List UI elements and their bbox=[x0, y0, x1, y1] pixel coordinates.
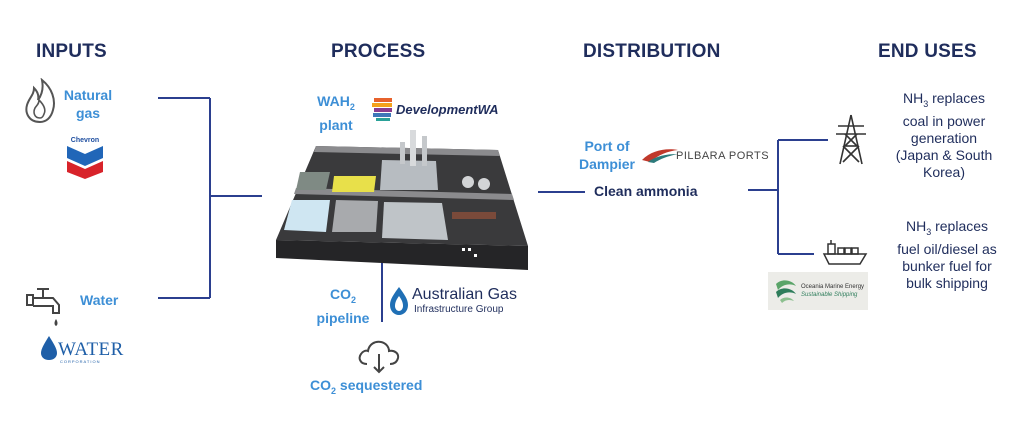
co2-seq-text: CO bbox=[310, 377, 331, 393]
pilbara-ports-logo: PILBARA PORTS bbox=[640, 146, 769, 166]
end-use-shipping-line4: bulk shipping bbox=[906, 274, 988, 291]
end-use-power-text: NH3 replaces coal in power generation (J… bbox=[874, 90, 1014, 181]
co2-pipeline-text: pipeline bbox=[316, 309, 370, 326]
header-distribution: DISTRIBUTION bbox=[583, 41, 721, 62]
end-use-power-line3: generation bbox=[910, 129, 978, 146]
water-corp-logo-sub: CORPORATION bbox=[60, 359, 101, 364]
agig-logo-line1: Australian Gas bbox=[412, 286, 517, 303]
agig-logo: Australian Gas Infrastructure Group bbox=[388, 284, 518, 318]
nh3-rest-1: replaces bbox=[928, 90, 986, 106]
clean-ammonia-label: Clean ammonia bbox=[594, 183, 698, 199]
end-use-shipping-line1: NH3 replaces bbox=[882, 218, 1012, 241]
development-wa-logo: DevelopmentWA bbox=[372, 94, 502, 124]
co2-seq-subscript: 2 bbox=[331, 385, 337, 396]
pilbara-ports-logo-text: PILBARA PORTS bbox=[676, 150, 770, 162]
cloud-download-icon bbox=[358, 340, 400, 374]
co2-text: CO bbox=[329, 286, 351, 302]
water-corp-logo-text: WATER bbox=[58, 339, 124, 360]
header-process: PROCESS bbox=[331, 41, 426, 62]
pilbara-swoosh-icon bbox=[642, 149, 678, 163]
agig-logo-line2: Infrastructure Group bbox=[414, 304, 504, 315]
co2-line1: CO2 bbox=[308, 285, 378, 309]
power-pylon-icon bbox=[836, 114, 866, 165]
water-tap-icon bbox=[26, 288, 60, 326]
flame-icon bbox=[25, 78, 55, 124]
nh3-subscript-1: 3 bbox=[923, 98, 929, 109]
wah2-text: WAH bbox=[317, 93, 350, 109]
end-use-power-line1: NH3 replaces bbox=[874, 90, 1014, 113]
end-use-power-line5: Korea) bbox=[922, 163, 966, 180]
nh3-text-2: NH bbox=[905, 218, 927, 234]
co2-subscript: 2 bbox=[350, 294, 356, 305]
wah2-line1: WAH2 bbox=[307, 92, 365, 116]
chevron-emblem-icon bbox=[67, 146, 103, 179]
end-use-power-line2: coal in power bbox=[902, 112, 986, 129]
end-use-power-line4: (Japan & South bbox=[895, 146, 993, 163]
agig-flame-icon bbox=[390, 287, 408, 315]
natural-gas-label: Natural gas bbox=[60, 86, 116, 122]
port-line1: Port of bbox=[584, 138, 630, 154]
end-use-shipping-line2: fuel oil/diesel as bbox=[897, 240, 997, 257]
chevron-logo-text: Chevron bbox=[70, 137, 100, 144]
co2-pipeline-label: CO2 pipeline bbox=[308, 285, 378, 327]
water-drop-icon bbox=[41, 336, 57, 360]
port-of-dampier-label: Port of Dampier bbox=[576, 137, 638, 173]
co2-seq-post: sequestered bbox=[336, 377, 423, 393]
header-inputs: INPUTS bbox=[36, 41, 107, 62]
plant-layout-illustration bbox=[276, 130, 528, 270]
nh3-text-1: NH bbox=[902, 90, 924, 106]
oceania-emblem-icon bbox=[776, 280, 796, 303]
wah2-plant-label: WAH2 plant bbox=[307, 92, 365, 134]
end-use-shipping-text: NH3 replaces fuel oil/diesel as bunker f… bbox=[882, 218, 1012, 292]
end-use-shipping-line3: bunker fuel for bbox=[902, 257, 992, 274]
wah2-subscript: 2 bbox=[349, 101, 355, 112]
natural-gas-line2: gas bbox=[75, 105, 101, 121]
oceania-logo-line1: Oceania Marine Energy bbox=[801, 284, 865, 290]
oceania-logo-line2: Sustainable Shipping bbox=[801, 292, 858, 298]
nh3-rest-2: replaces bbox=[931, 218, 989, 234]
nh3-subscript-2: 3 bbox=[926, 226, 932, 237]
wah2-line2: plant bbox=[319, 116, 353, 133]
water-label: Water bbox=[80, 292, 119, 308]
development-wa-emblem-icon bbox=[372, 98, 392, 121]
development-wa-logo-text: DevelopmentWA bbox=[396, 102, 499, 117]
chevron-logo: Chevron bbox=[64, 137, 106, 185]
port-line2: Dampier bbox=[578, 156, 636, 172]
oceania-marine-energy-logo: Oceania Marine Energy Sustainable Shippi… bbox=[768, 272, 868, 310]
cargo-ship-icon bbox=[822, 240, 868, 265]
natural-gas-line1: Natural bbox=[63, 87, 113, 103]
header-end-uses: END USES bbox=[878, 41, 977, 62]
co2-sequestered-label: CO2 sequestered bbox=[310, 377, 422, 396]
